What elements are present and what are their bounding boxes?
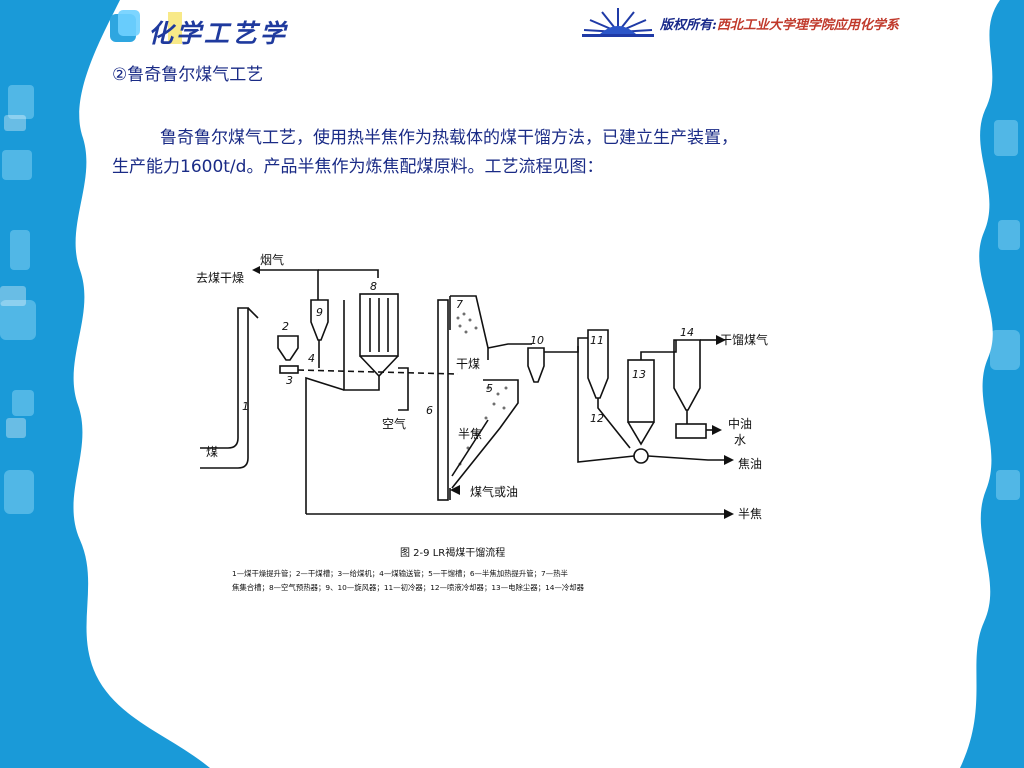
tar-arrow: [724, 455, 734, 465]
carbonizer-inner: [451, 419, 489, 477]
cyclone-10: [527, 347, 545, 383]
number-8: 8: [370, 280, 377, 293]
figure-legend-line-1: 1—煤干燥提升管；2—干煤槽；3—给煤机；4—煤输送管；5—干馏槽；6—半焦加热…: [232, 569, 568, 578]
preheater-return-line: [343, 300, 380, 391]
copyright-text: 版权所有:西北工业大学理学院应用化学系: [660, 14, 899, 33]
label-air: 空气: [382, 416, 406, 431]
cooler-bottom-line: [597, 398, 631, 449]
pump: [633, 448, 649, 464]
number-10: 10: [530, 334, 544, 347]
number-1: 1: [242, 400, 249, 413]
semicoke-out-arrow: [724, 509, 734, 519]
figure-caption: 图 2-9 LR褐煤干馏流程: [400, 546, 505, 559]
air-inlet-line: [398, 367, 409, 411]
oil-water-separator: [675, 423, 707, 439]
number-13: 13: [632, 368, 646, 381]
number-12: 12: [590, 412, 604, 425]
coal-transfer-line: [297, 369, 459, 375]
carbonizer: [451, 379, 519, 489]
section-heading: ②鲁奇鲁尔煤气工艺: [112, 65, 264, 85]
label-gas-or-oil: 煤气或油: [470, 484, 518, 499]
number-2: 2: [282, 320, 289, 333]
label-flue-gas: 烟气: [260, 252, 284, 267]
header-copyright: 版权所有:西北工业大学理学院应用化学系: [578, 4, 978, 44]
process-flow-diagram: 烟气 去煤干燥 煤 空气 干煤 半焦 煤气或油 半焦 干馏煤气 中油 水 焦油 …: [196, 252, 768, 592]
heating-riser: [437, 299, 449, 501]
label-dry-coal: 干煤: [456, 357, 480, 371]
primary-cooler: [587, 329, 609, 399]
body-paragraph: 鲁奇鲁尔煤气工艺，使用热半焦作为热载体的煤干馏方法，已建立生产装置， 生产能力1…: [112, 124, 932, 182]
copyright-org: 西北工业大学理学院应用化学系: [716, 18, 899, 33]
header-logo: 化学工艺学: [110, 8, 310, 50]
tar-line: [647, 455, 728, 461]
hot-semicoke-hopper: [450, 295, 489, 360]
label-semi-coke-inside: 半焦: [458, 427, 482, 441]
label-coal: 煤: [206, 445, 218, 459]
copyright-prefix: 版权所有:: [660, 18, 717, 33]
number-14: 14: [680, 326, 694, 339]
gas-or-oil-arrow: [450, 485, 460, 495]
cyclone10-to-11: [544, 337, 588, 353]
paragraph-line-2: 生产能力1600t/d。产品半焦作为炼焦配煤原料。工艺流程见图：: [112, 157, 604, 177]
granular-fill: [456, 312, 508, 466]
middle-oil-arrow: [712, 425, 722, 435]
to-dryer-line: [318, 269, 379, 278]
precipitator-cone: [627, 421, 655, 446]
precip-to-14: [640, 340, 677, 360]
cyclone-9: [310, 299, 329, 341]
riser-to-cyclone-line: [247, 307, 259, 319]
figure-legend-line-2: 焦集合槽；8—空气预热器；9、10—旋风器；11—初冷器；12—喷液冷却器；13…: [232, 583, 585, 592]
loop-return-line: [577, 346, 635, 463]
flue-gas-arrow: [252, 266, 260, 274]
sunrise-emblem-icon: [582, 8, 654, 37]
label-semi-coke-out: 半焦: [738, 507, 762, 521]
label-to-coal-dryer: 去煤干燥: [196, 271, 244, 285]
coal-dryer-riser: [200, 307, 249, 469]
hopper-to-cyclone: [487, 343, 532, 349]
flue-gas-line: [256, 269, 319, 300]
air-preheater: [359, 293, 399, 357]
label-middle-oil: 中油: [728, 416, 752, 431]
riser-base-link: [305, 376, 345, 514]
number-6: 6: [426, 404, 433, 417]
label-water: 水: [734, 433, 746, 447]
logo-badge-icon: [110, 10, 182, 44]
number-5: 5: [486, 382, 493, 395]
number-3: 3: [286, 374, 293, 387]
cooler-14: [673, 339, 701, 411]
number-7: 7: [456, 298, 463, 311]
logo-text: 化学工艺学: [148, 19, 289, 48]
number-11: 11: [590, 334, 604, 347]
carbonization-gas-arrow: [716, 335, 726, 345]
label-carbonization-gas: 干馏煤气: [720, 332, 768, 347]
paragraph-line-1: 鲁奇鲁尔煤气工艺，使用热半焦作为热载体的煤干馏方法，已建立生产装置，: [160, 128, 738, 148]
dry-coal-bin: [277, 335, 299, 361]
label-tar: 焦油: [738, 457, 762, 471]
coal-feeder: [279, 365, 299, 374]
number-4: 4: [308, 352, 315, 365]
number-9: 9: [316, 306, 323, 319]
